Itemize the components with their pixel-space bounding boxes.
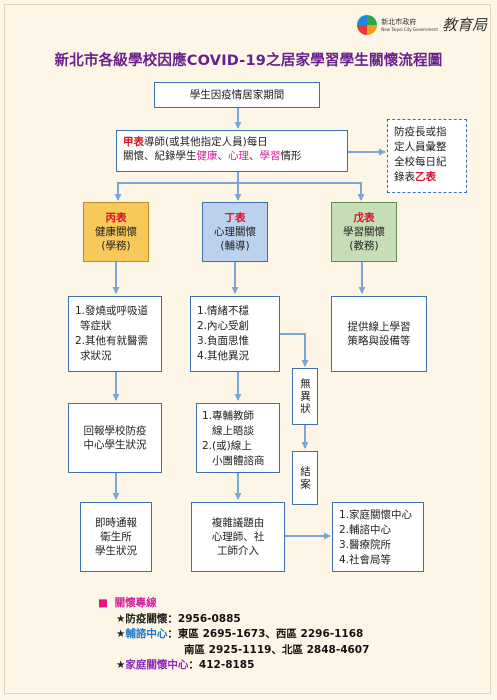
counseling-box: 1.專輔教師 線上晤談 2.(或)線上 小團體諮商 <box>196 403 280 473</box>
stay-home-box: 學生因疫情居家期間 <box>154 82 320 108</box>
learning-care-name: 學習關懷 <box>343 226 385 238</box>
summary-record-box: 防疫長或指 定人員彙整 全校每日紀 錄表乙表 <box>387 119 467 193</box>
health-symptom-item: 求狀況 <box>80 350 112 362</box>
mental-symptoms-box: 1.情緒不穩 2.內心受創 3.負面思惟 4.其他異況 <box>190 296 280 372</box>
star-icon: ★ <box>116 612 126 625</box>
mental-keyword: 心理 <box>228 150 249 162</box>
form-a-label: 甲表 <box>123 136 144 148</box>
referral-item: 1.家庭關懷中心 <box>339 509 413 521</box>
mental-symptom-item: 4.其他異況 <box>197 350 250 362</box>
referral-item: 4.社會局等 <box>339 554 392 566</box>
summary-line-3: 全校每日紀 <box>394 156 447 168</box>
no-abnormal-label: 無異狀 <box>299 377 311 416</box>
health-care-box: 丙表 健康關懷 (學務) <box>83 202 149 262</box>
learning-care-unit: (教務) <box>349 240 379 252</box>
hotline-value: ：412-8185 <box>188 659 255 671</box>
complex-line: 心理師、社 <box>211 531 265 543</box>
arrow-b-list-to-no-abnormal <box>280 333 309 367</box>
logo-script: 教育局 <box>441 16 487 34</box>
referral-item: 3.醫療院所 <box>339 539 392 551</box>
stay-home-label: 學生因疫情居家期間 <box>189 89 285 101</box>
page-title: 新北市各級學校因應COVID-19之居家學習學生關懷流程圖 <box>54 53 443 69</box>
counseling-item: 小團體諮商 <box>212 455 265 467</box>
notify-line: 衛生所 <box>100 531 132 543</box>
health-symptom-item: 2.其他有就醫需 <box>75 335 149 347</box>
hotline-heading: 關懷專線 <box>114 597 157 609</box>
hotline-value: ：2956-0885 <box>167 612 241 625</box>
logo-mark-icon <box>357 14 378 35</box>
report-line: 中心學生狀況 <box>83 439 147 451</box>
star-icon: ★ <box>116 628 126 640</box>
referral-box: 1.家庭關懷中心 2.輔諮中心 3.醫療院所 4.社會局等 <box>332 502 424 572</box>
summary-line-2: 定人員彙整 <box>394 141 447 153</box>
hotline-legend: ■ 關懷專線 ★防疫關懷：2956-0885 ★輔諮中心：東區 2695-167… <box>98 596 369 674</box>
sep-2: 、 <box>249 150 260 162</box>
counseling-item: 2.(或)線上 <box>202 440 252 452</box>
hotline-label: 輔諮中心 <box>125 628 168 640</box>
form-b-label: 乙表 <box>415 171 436 183</box>
mental-symptom-item: 1.情緒不穩 <box>197 305 250 317</box>
complex-line: 工師介入 <box>217 545 259 557</box>
health-symptom-item: 等症狀 <box>80 320 112 332</box>
star-icon: ★ <box>116 659 126 671</box>
online-learning-line: 提供線上學習 <box>347 321 411 333</box>
learning-care-box: 戊表 學習關懷 (教務) <box>331 202 397 262</box>
complex-line: 複雜議題由 <box>211 517 265 529</box>
notify-line: 即時通報 <box>95 517 137 529</box>
notify-health-box: 即時通報 衛生所 學生狀況 <box>80 502 152 572</box>
health-keyword: 健康 <box>196 150 218 162</box>
counseling-item: 1.專輔教師 <box>202 410 255 422</box>
form-e-label: 戊表 <box>353 212 375 224</box>
no-abnormal-box: 無異狀 <box>292 368 318 425</box>
arrow-main-to-a <box>114 172 239 201</box>
form-c-label: 丙表 <box>105 212 127 224</box>
closed-label: 結案 <box>299 465 311 491</box>
health-care-name: 健康關懷 <box>95 226 137 238</box>
daily-care-line1: 導師(或其他指定人員)每日 <box>144 136 268 148</box>
notify-line: 學生狀況 <box>95 545 137 557</box>
arrow-main-to-c <box>238 182 365 201</box>
online-learning-line: 策略與設備等 <box>347 335 411 347</box>
online-learning-box: 提供線上學習 策略與設備等 <box>331 296 427 372</box>
report-line: 回報學校防疫 <box>83 425 147 437</box>
complex-issue-box: 複雜議題由 心理師、社 工師介入 <box>191 502 285 572</box>
logo-org: 新北市政府 New Taipei City Government <box>381 17 438 32</box>
form-d-label: 丁表 <box>224 212 246 224</box>
summary-line-4: 錄表 <box>394 171 415 183</box>
sep-1: 、 <box>217 150 229 162</box>
logo: 新北市政府 New Taipei City Government 教育局 <box>357 14 487 35</box>
mental-care-unit: (輔導) <box>220 240 250 252</box>
hotline-value: ：東區 2695-1673、西區 2296-1168 <box>167 628 364 640</box>
health-symptom-item: 1.發燒或呼吸道 <box>75 305 149 317</box>
learning-keyword: 學習 <box>259 150 281 162</box>
report-school-box: 回報學校防疫 中心學生狀況 <box>68 403 162 473</box>
daily-care-tail: 情形 <box>280 150 302 162</box>
mental-symptom-item: 3.負面思惟 <box>197 335 250 347</box>
mental-symptom-item: 2.內心受創 <box>197 320 250 332</box>
counseling-item: 線上晤談 <box>212 425 254 437</box>
mental-care-box: 丁表 心理關懷 (輔導) <box>202 202 268 262</box>
closed-box: 結案 <box>292 451 318 505</box>
hotline-label: 防疫關懷 <box>125 612 168 625</box>
mental-care-name: 心理關懷 <box>214 226 256 238</box>
summary-line-1: 防疫長或指 <box>394 126 447 138</box>
daily-care-line2: 關懷、紀錄學生 <box>123 150 197 162</box>
hotline-value: 南區 2925-1119、北區 2848-4607 <box>184 643 370 656</box>
health-symptoms-box: 1.發燒或呼吸道 等症狀 2.其他有就醫需 求狀況 <box>68 296 162 372</box>
square-bullet-icon: ■ <box>98 597 108 609</box>
health-care-unit: (學務) <box>101 240 131 252</box>
referral-item: 2.輔諮中心 <box>339 524 392 536</box>
hotline-label: 家庭關懷中心 <box>125 659 189 671</box>
daily-care-box: 甲表導師(或其他指定人員)每日 關懷、紀錄學生健康、心理、學習情形 <box>116 130 348 172</box>
page-frame <box>4 4 491 694</box>
